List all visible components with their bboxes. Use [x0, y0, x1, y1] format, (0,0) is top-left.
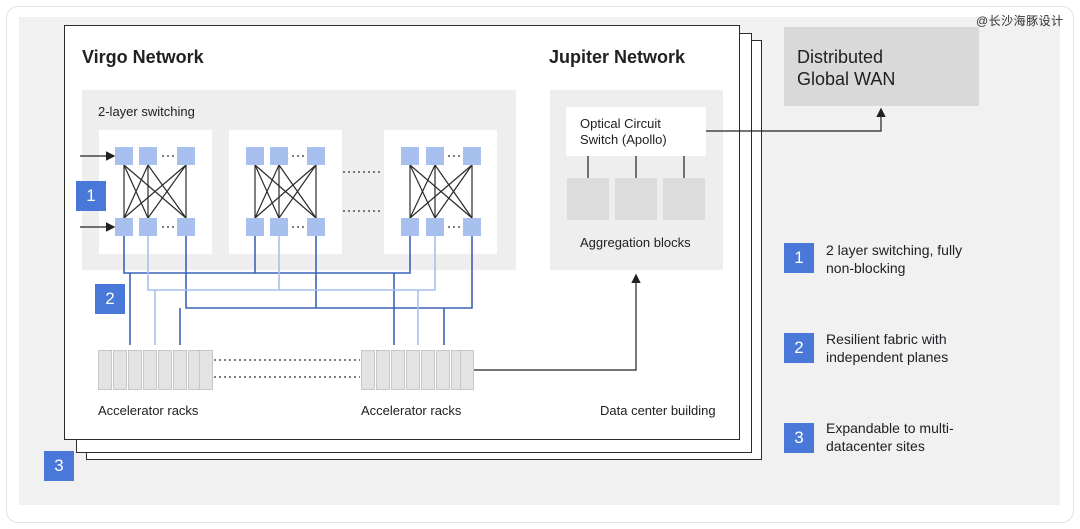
accelerator-rack	[406, 350, 420, 390]
badge-3: 3	[44, 451, 74, 481]
accelerator-rack	[113, 350, 127, 390]
ocs-label: Optical Circuit Switch (Apollo)	[580, 116, 667, 147]
racks-to-aggregation-link	[474, 273, 641, 371]
switch-port	[177, 218, 195, 236]
virgo-network-title: Virgo Network	[82, 47, 204, 67]
accelerator-rack	[128, 350, 142, 390]
data-center-building-label: Data center building	[600, 403, 716, 418]
legend-badge-1: 1	[784, 243, 814, 273]
switch-port	[463, 218, 481, 236]
accelerator-rack	[361, 350, 375, 390]
switch-port	[270, 147, 288, 165]
accelerator-rack	[158, 350, 172, 390]
switch-port	[115, 147, 133, 165]
switch-port	[246, 218, 264, 236]
fabric-planes-dark	[123, 236, 473, 345]
accelerator-rack	[173, 350, 187, 390]
switching-panel-label: 2-layer switching	[98, 104, 195, 119]
switch-port	[426, 218, 444, 236]
legend-text-3: Expandable to multi-datacenter sites	[826, 420, 954, 454]
accelerator-rack	[143, 350, 157, 390]
dotted-connectors	[162, 155, 464, 378]
legend-text-2: Resilient fabric with independent planes	[826, 331, 949, 365]
switch-port	[426, 147, 444, 165]
jupiter-network-title: Jupiter Network	[549, 47, 686, 67]
switch-port	[177, 147, 195, 165]
switch-port	[401, 147, 419, 165]
aggregation-block-2	[615, 178, 657, 220]
switch-port	[246, 147, 264, 165]
switch-port	[270, 218, 288, 236]
accelerator-racks-label-1: Accelerator racks	[98, 403, 199, 418]
switch-port	[115, 218, 133, 236]
legend-text-1: 2 layer switching, fully non-blocking	[826, 242, 963, 276]
badge-2: 2	[95, 284, 125, 314]
switch-port	[307, 218, 325, 236]
ocs-aggregation-links	[587, 156, 685, 178]
aggregation-blocks-label: Aggregation blocks	[580, 235, 691, 250]
legend-badge-3: 3	[784, 423, 814, 453]
accelerator-rack	[98, 350, 112, 390]
accelerator-rack	[199, 350, 213, 390]
global-wan-box	[784, 27, 979, 106]
switch-crossbars	[123, 164, 473, 219]
accelerator-rack	[436, 350, 450, 390]
accelerator-racks-label-2: Accelerator racks	[361, 403, 462, 418]
aggregation-block-3	[663, 178, 705, 220]
switch-port	[139, 147, 157, 165]
accelerator-rack	[421, 350, 435, 390]
switch-port	[307, 147, 325, 165]
optical-circuit-switch	[566, 107, 706, 156]
aggregation-block-1	[567, 178, 609, 220]
accelerator-rack	[391, 350, 405, 390]
switch-port	[139, 218, 157, 236]
switch-port	[463, 147, 481, 165]
badge-1: 1	[76, 181, 106, 211]
accelerator-rack	[460, 350, 474, 390]
fabric-planes-light	[147, 236, 436, 345]
accelerator-rack	[376, 350, 390, 390]
watermark: @长沙海豚设计	[976, 14, 1064, 28]
global-wan-label: Distributed Global WAN	[797, 47, 896, 89]
switch-port	[401, 218, 419, 236]
legend-badge-2: 2	[784, 333, 814, 363]
ocs-to-wan-link	[706, 107, 886, 132]
